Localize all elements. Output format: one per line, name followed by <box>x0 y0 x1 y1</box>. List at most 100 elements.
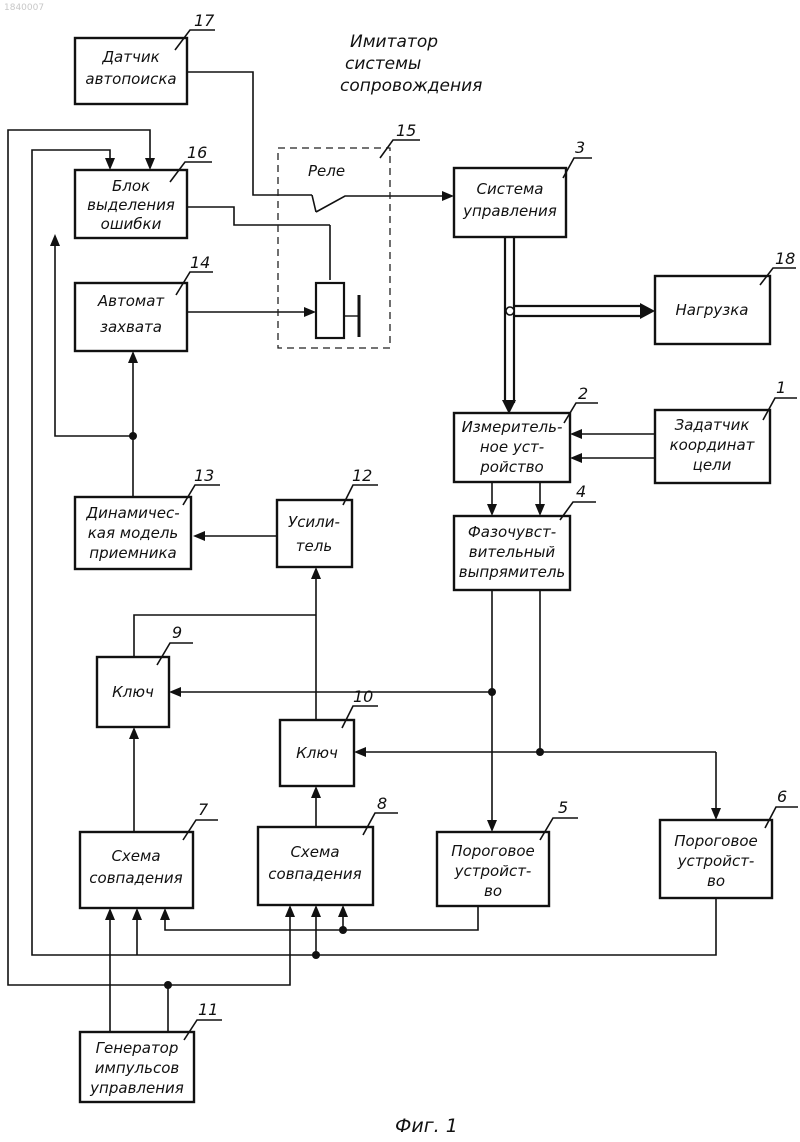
block-8-line-1: Схема <box>290 843 339 861</box>
relay-label: Реле <box>308 162 345 180</box>
wire-9-to-12 <box>134 615 316 657</box>
arrow-into-12 <box>311 567 321 579</box>
ref-1: 1 <box>776 378 786 397</box>
ref-13: 13 <box>194 466 214 485</box>
arrow-into-10-bottom <box>311 786 321 798</box>
block-10-line-1: Ключ <box>296 744 338 762</box>
leader-15 <box>380 140 420 158</box>
block-17-line-1: Датчик <box>101 48 159 66</box>
arrow-into-9-bottom <box>129 727 139 739</box>
title-line-2: системы <box>345 54 421 74</box>
block-4-line-3: выпрямитель <box>459 563 566 581</box>
junction-4-right <box>536 748 544 756</box>
figure-caption: Фиг. 1 <box>395 1115 458 1137</box>
wire-5-to-7 <box>165 906 478 930</box>
arrow-into-14 <box>128 351 138 363</box>
arrow-11-into-8 <box>285 905 295 917</box>
title-line-3: сопровождения <box>340 76 482 96</box>
block-6-line-1: Пороговое <box>674 832 757 850</box>
ref-12: 12 <box>352 466 372 485</box>
block-16-line-2: выделения <box>87 196 175 214</box>
block-2-line-1: Измеритель- <box>462 418 563 436</box>
arrow-into-6 <box>711 808 721 820</box>
block-5-line-2: устройст- <box>454 862 532 880</box>
wire-16-to-relay <box>187 207 330 225</box>
block-2: Измеритель- ное уст- ройство <box>454 413 570 482</box>
block-8-line-2: совпадения <box>268 865 361 883</box>
arrow-into-18 <box>640 303 655 319</box>
block-5-line-3: во <box>484 882 502 900</box>
block-7-line-2: совпадения <box>89 869 182 887</box>
block-1-line-3: цели <box>693 456 732 474</box>
block-9: Ключ <box>97 657 169 727</box>
block-18: Нагрузка <box>655 276 770 344</box>
junction-6 <box>312 951 320 959</box>
arrow-into-coil <box>304 307 316 317</box>
diagram-title: Имитатор системы сопровождения <box>340 32 482 96</box>
block-13-line-1: Динамичес- <box>85 504 179 522</box>
block-4-line-1: Фазочувст- <box>468 523 556 541</box>
ref-4: 4 <box>576 482 586 501</box>
block-16-line-3: ошибки <box>101 215 162 233</box>
ref-3: 3 <box>575 138 585 157</box>
block-11-line-3: управления <box>89 1079 184 1097</box>
block-11-line-2: импульсов <box>95 1059 180 1077</box>
ref-2: 2 <box>578 384 588 403</box>
block-17: Датчик автопоиска <box>75 38 187 104</box>
arrow-into-13 <box>193 531 205 541</box>
ref-11: 11 <box>198 1000 218 1019</box>
block-1: Задатчик координат цели <box>655 410 770 483</box>
ref-15: 15 <box>396 121 416 140</box>
arrow-2-to-4-left <box>487 504 497 516</box>
block-16-line-1: Блок <box>112 177 150 195</box>
relay-block-15: Реле <box>278 148 390 348</box>
block-6: Пороговое устройст- во <box>660 820 772 898</box>
arrow-1-to-2-bottom <box>570 453 582 463</box>
block-12: Усили- тель <box>277 500 352 567</box>
block-16: Блок выделения ошибки <box>75 170 187 238</box>
block-13-line-2: кая модель <box>88 524 179 542</box>
block-6-line-3: во <box>707 872 725 890</box>
ref-17: 17 <box>194 11 215 30</box>
block-3-line-2: управления <box>462 202 557 220</box>
block-12-line-1: Усили- <box>288 513 340 531</box>
ref-18: 18 <box>775 249 795 268</box>
wire-17-to-relay <box>187 72 312 195</box>
block-17-line-2: автопоиска <box>85 70 176 88</box>
arrow-into-3 <box>442 191 454 201</box>
block-3-line-1: Система <box>477 180 544 198</box>
ref-14: 14 <box>190 253 210 272</box>
wire-11-to-8 <box>168 915 290 985</box>
ref-7: 7 <box>198 800 209 819</box>
block-11: Генератор импульсов управления <box>80 1032 194 1102</box>
block-1-line-1: Задатчик <box>675 416 750 434</box>
block-4: Фазочувст- вительный выпрямитель <box>454 516 570 590</box>
relay-coil-icon <box>316 283 344 338</box>
block-5: Пороговое устройст- во <box>437 832 549 906</box>
ref-16: 16 <box>187 143 207 162</box>
block-13-line-3: приемника <box>89 544 176 562</box>
arrow-into-16-top-left <box>105 158 115 170</box>
block-8: Схема совпадения <box>258 827 373 905</box>
arrow-into-10 <box>354 747 366 757</box>
arrow-6-into-7 <box>132 908 142 920</box>
ref-10: 10 <box>353 687 373 706</box>
block-2-line-3: ройство <box>479 458 543 476</box>
relay-contact-blade <box>312 195 316 212</box>
arrow-into-16-left <box>50 234 60 246</box>
ref-8: 8 <box>377 794 387 813</box>
ref-5: 5 <box>558 798 568 817</box>
arrow-5-into-7 <box>160 908 170 920</box>
bus-junction <box>506 307 514 315</box>
block-6-line-2: устройст- <box>677 852 755 870</box>
block-12-line-2: тель <box>296 537 332 555</box>
block-14-line-2: захвата <box>100 318 162 336</box>
block-11-line-1: Генератор <box>96 1039 179 1057</box>
junction-5 <box>339 926 347 934</box>
block-14-line-1: Автомат <box>97 292 166 310</box>
wire-relay-to-3 <box>316 196 445 212</box>
arrow-6-into-8 <box>311 905 321 917</box>
block-5-line-1: Пороговое <box>451 842 534 860</box>
